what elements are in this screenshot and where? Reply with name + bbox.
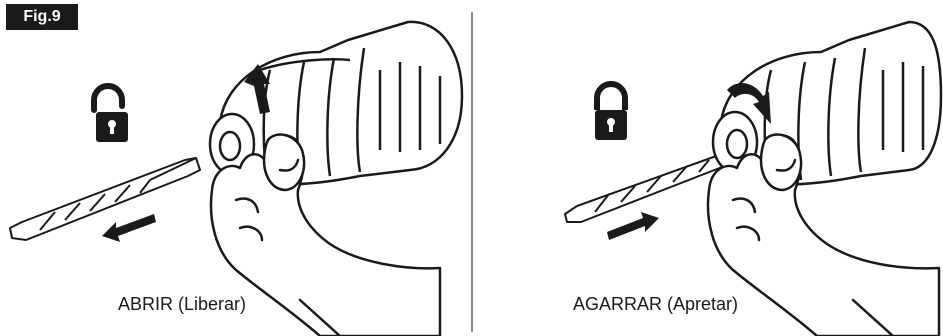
panel-open: ABRIR (Liberar): [0, 0, 470, 336]
padlock-closed-icon: [595, 84, 627, 140]
caption-grip: AGARRAR (Apretar): [573, 294, 738, 315]
open-illustration: [0, 0, 470, 336]
drill-bit: [10, 158, 200, 240]
caption-open: ABRIR (Liberar): [118, 294, 246, 315]
arrow-left-icon: [102, 214, 156, 242]
padlock-open-icon: [94, 86, 128, 142]
panel-grip: AGARRAR (Apretar): [473, 0, 943, 336]
arrow-right-icon: [607, 212, 659, 240]
grip-illustration: [473, 0, 943, 336]
